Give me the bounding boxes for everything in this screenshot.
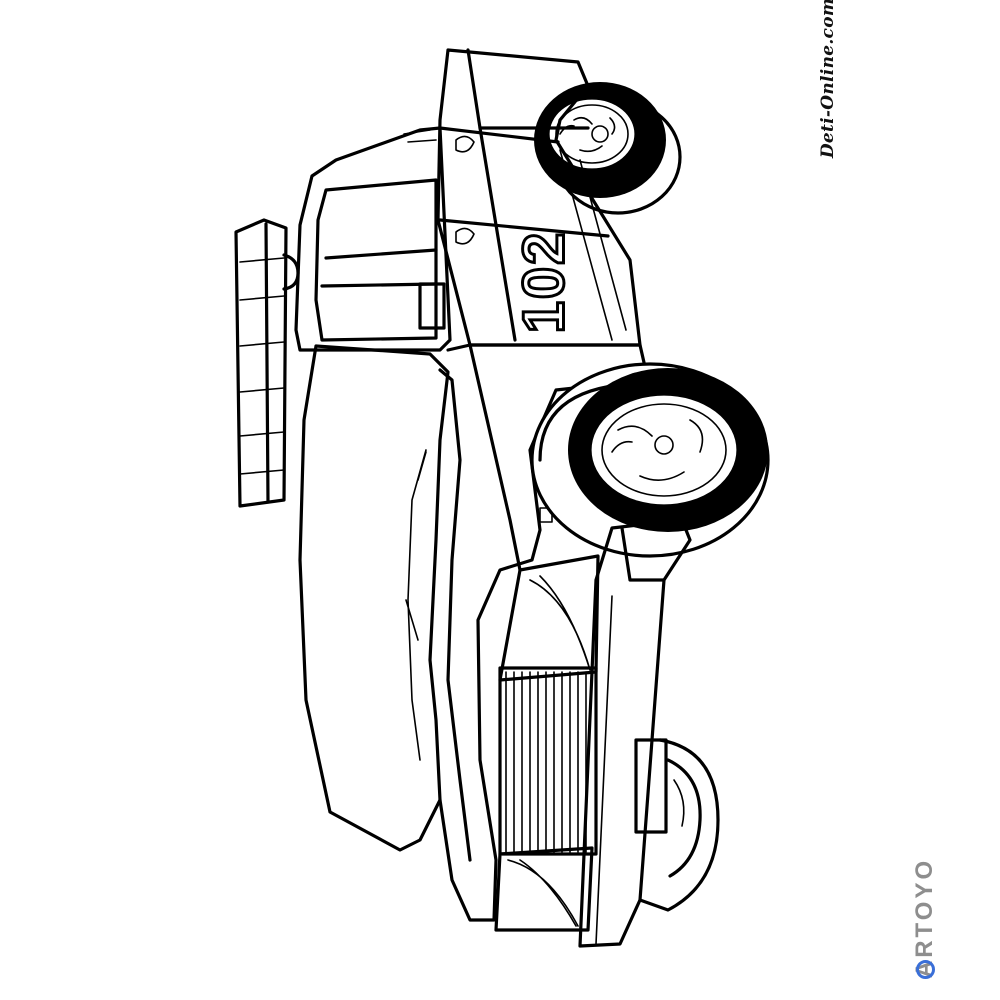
- site-watermark-text: Deti-Online.com: [818, 0, 838, 158]
- truck-hood: [298, 344, 472, 862]
- front-wheel: [530, 362, 770, 558]
- truck-bed: [436, 48, 642, 347]
- rear-wheel: [534, 82, 682, 215]
- brand-logo: ARTOYO: [905, 857, 945, 985]
- front-grille: [494, 554, 600, 932]
- roof-light-bar: [234, 218, 300, 508]
- front-left-wheel: [638, 738, 720, 912]
- brand-logo-ring-icon: [916, 960, 935, 979]
- site-watermark: Deti-Online.com: [808, 0, 848, 158]
- truck-cab: [294, 126, 452, 352]
- race-number: 102: [510, 229, 578, 335]
- race-number-text: 102: [511, 231, 576, 334]
